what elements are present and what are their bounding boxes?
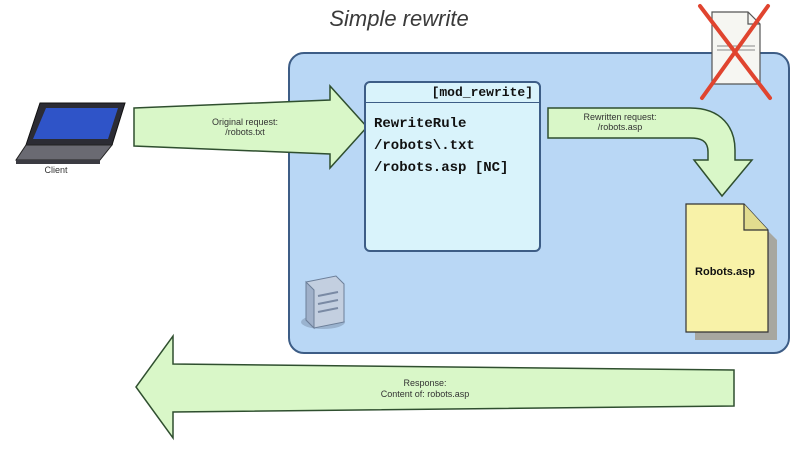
rewritten-request-arrow bbox=[547, 107, 754, 198]
diagram-title: Simple rewrite bbox=[329, 6, 469, 31]
response-arrow bbox=[135, 333, 735, 441]
rewritten-request-label: Rewritten request: bbox=[583, 112, 657, 122]
original-request-label: Original request: bbox=[211, 117, 279, 127]
rule-line-directive: RewriteRule bbox=[374, 116, 467, 132]
document-label: Robots.asp bbox=[695, 266, 755, 278]
laptop-icon bbox=[15, 102, 126, 164]
document-icon bbox=[685, 203, 777, 340]
rewrite-rule-card: [mod_rewrite] RewriteRule /robots\.txt /… bbox=[364, 81, 541, 252]
rule-divider bbox=[366, 102, 539, 103]
client-label: Client bbox=[44, 165, 68, 175]
rewritten-request-path: /robots.asp bbox=[597, 122, 643, 132]
response-label: Response: bbox=[403, 378, 447, 388]
original-request-arrow bbox=[133, 84, 369, 170]
crossed-document-icon bbox=[698, 4, 772, 100]
original-request-path: /robots.txt bbox=[225, 127, 265, 137]
rule-line-pattern: /robots\.txt bbox=[374, 138, 475, 154]
rule-line-substitution: /robots.asp [NC] bbox=[374, 160, 509, 176]
server-tower-icon bbox=[301, 275, 345, 330]
response-content: Content of: robots.asp bbox=[380, 389, 470, 399]
module-name: [mod_rewrite] bbox=[431, 85, 533, 100]
